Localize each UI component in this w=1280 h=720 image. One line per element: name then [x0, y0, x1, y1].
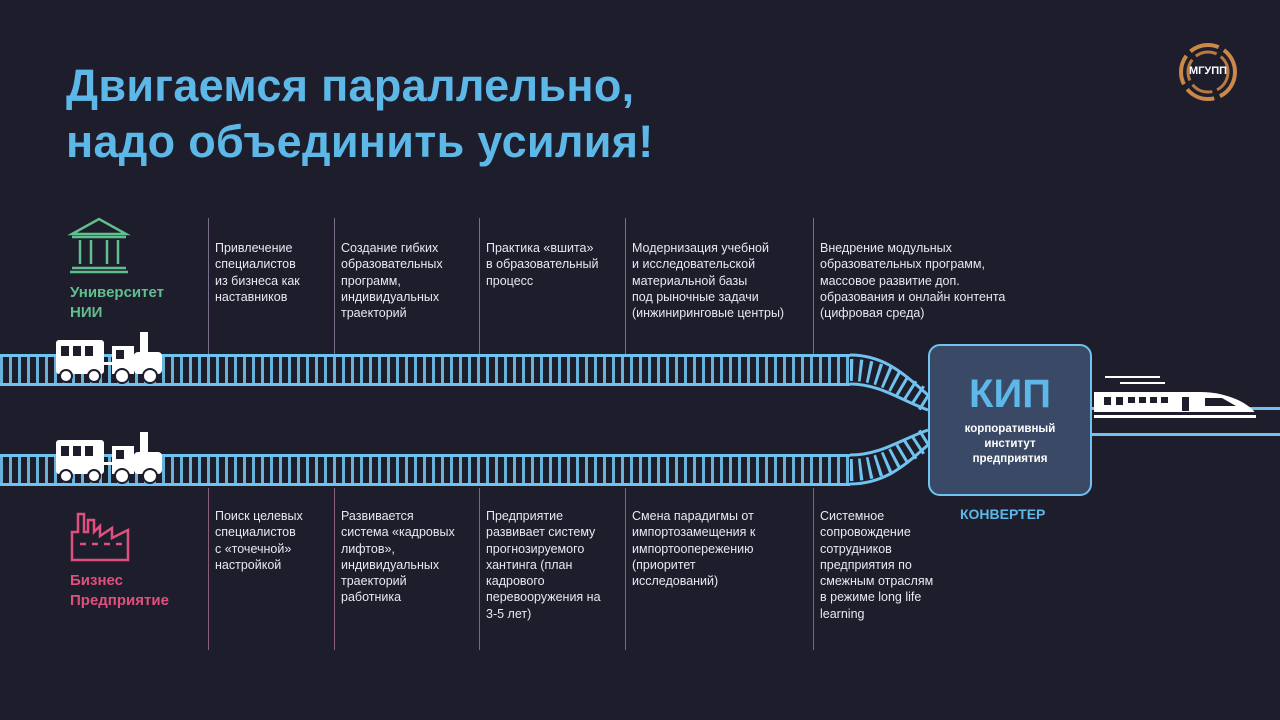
university-label-line-2: НИИ: [70, 304, 103, 321]
kip-subtitle-line: институт: [984, 438, 1036, 450]
top-item-line: индивидуальных: [341, 289, 440, 304]
bottom-item-line: Смена парадигмы от: [632, 509, 754, 523]
top-divider: [208, 218, 209, 354]
bottom-item-line: сопровождение: [820, 525, 911, 540]
bottom-item-line: индивидуальных: [341, 557, 440, 572]
bottom-item-line: 3-5 лет): [486, 606, 532, 621]
top-item-1: Привлечение специалистов из бизнеса как …: [215, 240, 300, 305]
kip-subtitle: корпоративный институт предприятия: [930, 422, 1090, 467]
bottom-item-line: в режиме long life: [820, 590, 922, 605]
top-item-line: образовательных программ,: [820, 257, 985, 272]
bottom-item-3: Предприятие развивает систему прогнозиру…: [486, 508, 601, 622]
title-line-1: Двигаемся параллельно,: [66, 60, 635, 111]
steam-train-bottom-icon: [56, 432, 162, 484]
university-label-line-1: Университет: [70, 284, 164, 301]
bottom-item-line: сотрудников: [820, 541, 892, 556]
top-divider: [813, 218, 814, 354]
top-item-line: процесс: [486, 273, 534, 288]
logo-text: МГУПП: [1188, 65, 1228, 77]
bottom-item-line: Системное: [820, 509, 885, 523]
bottom-item-4: Смена парадигмы от импортозамещения к им…: [632, 508, 755, 589]
top-item-line: Практика «вшита»: [486, 241, 594, 255]
bottom-item-line: развивает систему: [486, 525, 596, 540]
bottom-item-line: настройкой: [215, 557, 282, 572]
title-line-2: надо объединить усилия!: [66, 116, 654, 167]
top-item-line: программ,: [341, 273, 401, 288]
bottom-item-line: специалистов: [215, 525, 296, 540]
top-item-line: специалистов: [215, 257, 296, 272]
bottom-divider: [334, 488, 335, 650]
bottom-item-line: импортозамещения к: [632, 525, 756, 540]
bottom-item-line: система «кадровых: [341, 525, 455, 540]
bottom-item-line: кадрового: [486, 574, 545, 589]
business-label-line-2: Предприятие: [70, 592, 169, 609]
bottom-item-5: Системное сопровождение сотрудников пред…: [820, 508, 933, 622]
top-item-2: Создание гибких образовательных программ…: [341, 240, 443, 321]
mgupp-logo: МГУПП: [1176, 43, 1240, 101]
converter-label: КОНВЕРТЕР: [960, 506, 1046, 522]
page-title: Двигаемся параллельно, надо объединить у…: [66, 58, 654, 170]
kip-subtitle-line: корпоративный: [964, 423, 1056, 435]
university-label: Университет НИИ: [70, 283, 164, 323]
bottom-item-line: с «точечной»: [215, 541, 292, 556]
top-item-line: (инжиниринговые центры): [632, 306, 785, 321]
top-item-4: Модернизация учебной и исследовательской…: [632, 240, 784, 321]
top-item-line: и исследовательской: [632, 257, 756, 272]
bottom-item-line: (приоритет: [632, 557, 696, 572]
top-item-line: траекторий: [341, 306, 407, 321]
top-item-3: Практика «вшита» в образовательный проце…: [486, 240, 599, 289]
top-item-line: Модернизация учебной: [632, 241, 769, 255]
bottom-item-line: Предприятие: [486, 509, 564, 523]
bottom-item-line: хантинга (план: [486, 557, 573, 572]
top-divider: [479, 218, 480, 354]
top-item-line: образовательных: [341, 257, 443, 272]
steam-train-top-icon: [56, 332, 162, 384]
bottom-item-2: Развивается система «кадровых лифтов», и…: [341, 508, 455, 606]
kip-subtitle-line: предприятия: [972, 453, 1048, 465]
bottom-item-line: работника: [341, 590, 402, 605]
top-item-line: Создание гибких: [341, 241, 439, 255]
bottom-item-line: лифтов»,: [341, 541, 395, 556]
bottom-item-line: исследований): [632, 574, 719, 589]
top-item-line: наставников: [215, 289, 288, 304]
top-item-line: под рыночные задачи: [632, 289, 759, 304]
top-item-line: массовое развитие доп.: [820, 273, 960, 288]
bottom-item-line: перевооружения на: [486, 590, 601, 605]
business-label-line-1: Бизнес: [70, 572, 124, 589]
bottom-item-line: импортоопережению: [632, 541, 754, 556]
top-divider: [625, 218, 626, 354]
top-item-line: в образовательный: [486, 257, 599, 272]
top-item-line: (цифровая среда): [820, 306, 925, 321]
top-item-line: из бизнеса как: [215, 273, 300, 288]
top-item-line: образования и онлайн контента: [820, 289, 1006, 304]
top-item-line: Внедрение модульных: [820, 241, 952, 255]
bottom-item-line: смежным отраслям: [820, 574, 934, 589]
bottom-divider: [208, 488, 209, 650]
high-speed-train-icon: [1094, 376, 1256, 418]
bottom-divider: [625, 488, 626, 650]
factory-icon: [70, 512, 130, 562]
bottom-divider: [813, 488, 814, 650]
bottom-item-line: Поиск целевых: [215, 509, 303, 523]
top-divider: [334, 218, 335, 354]
bottom-item-line: прогнозируемого: [486, 541, 585, 556]
top-item-5: Внедрение модульных образовательных прог…: [820, 240, 1005, 321]
top-item-line: материальной базы: [632, 273, 748, 288]
top-item-line: Привлечение: [215, 241, 293, 255]
bottom-item-line: learning: [820, 606, 865, 621]
bottom-item-line: Развивается: [341, 509, 414, 523]
business-label: Бизнес Предприятие: [70, 571, 169, 611]
kip-box: КИП корпоративный институт предприятия: [928, 344, 1092, 496]
bottom-item-1: Поиск целевых специалистов с «точечной» …: [215, 508, 303, 573]
university-building-icon: [67, 217, 131, 274]
kip-title: КИП: [969, 372, 1051, 416]
bottom-divider: [479, 488, 480, 650]
bottom-item-line: предприятия по: [820, 557, 912, 572]
bottom-item-line: траекторий: [341, 574, 407, 589]
